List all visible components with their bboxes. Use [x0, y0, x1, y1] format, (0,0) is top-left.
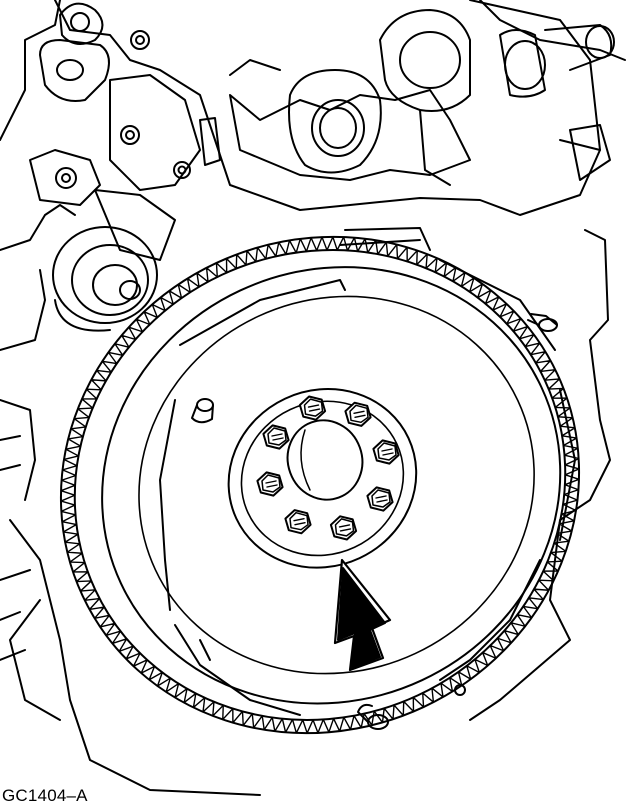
dowel-pin — [455, 685, 465, 695]
flywheel — [0, 152, 640, 810]
flywheel-bolt — [367, 487, 392, 510]
water-outlet — [230, 10, 614, 185]
flywheel-bolt — [257, 472, 282, 495]
flywheel-bolt — [263, 425, 288, 448]
flywheel-face — [30, 192, 632, 778]
callout-arrow — [335, 560, 390, 670]
flywheel-bolt — [300, 397, 325, 420]
dowel-pin — [528, 314, 557, 331]
dowel-pin — [192, 399, 213, 422]
center-bore — [277, 410, 374, 510]
figure-caption: GC1404–A — [2, 786, 88, 805]
flywheel-bolt — [331, 516, 356, 539]
dowel-pin — [358, 705, 388, 729]
upper-left-bracket — [30, 4, 220, 205]
crank-hub — [199, 358, 446, 598]
flywheel-bolt — [373, 440, 398, 463]
flywheel-bolts — [257, 397, 398, 540]
idler-pulley — [53, 227, 157, 331]
flywheel-bolt — [285, 510, 310, 533]
ring-gear-root — [0, 170, 640, 800]
engine-block — [0, 0, 625, 795]
flywheel-bolt — [345, 403, 370, 426]
